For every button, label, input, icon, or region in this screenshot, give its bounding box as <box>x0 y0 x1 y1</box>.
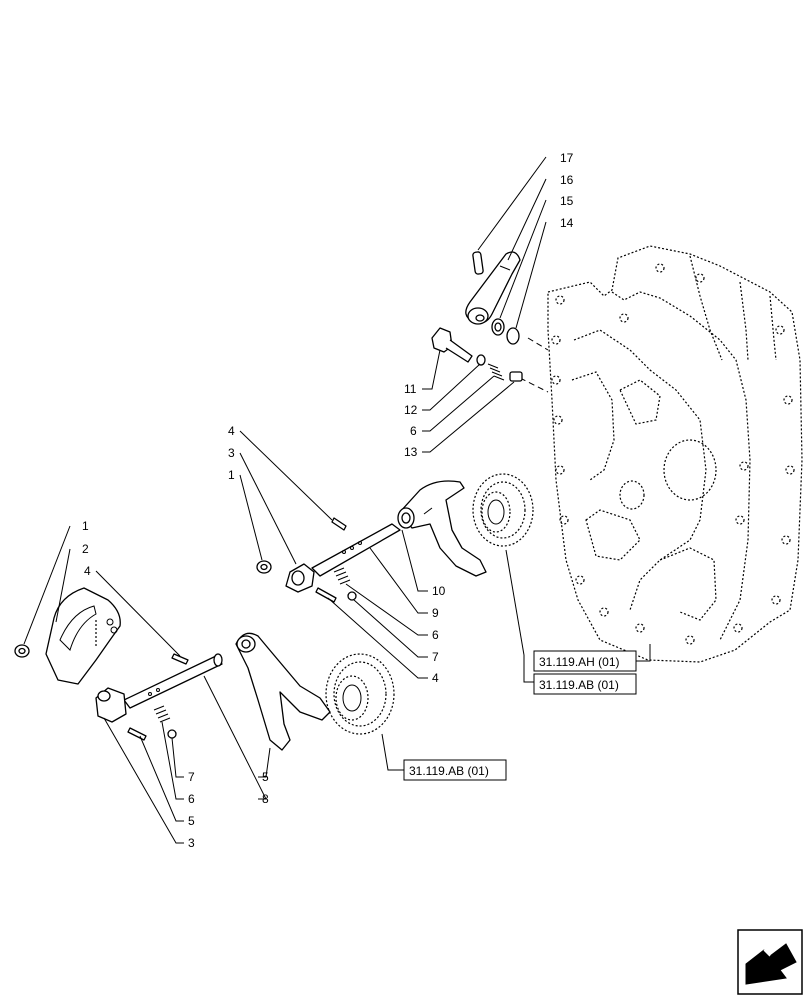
pin-4-lower <box>171 653 189 665</box>
callout-4-middle-bottom: 4 <box>432 671 439 685</box>
shift-block-lower <box>95 687 127 723</box>
reference-label-31-119-ah: 31.119.AH (01) <box>539 655 620 669</box>
callout-8: 8 <box>262 792 269 806</box>
callout-14: 14 <box>560 216 574 230</box>
reference-link-31-119-ab-lower[interactable]: 31.119.AB (01) <box>403 759 507 781</box>
callout-11: 11 <box>404 382 417 396</box>
washer-15 <box>491 318 505 336</box>
reference-label-31-119-ab-lower: 31.119.AB (01) <box>409 764 489 778</box>
synchronizer-gear-upper <box>472 473 534 547</box>
fork-10 <box>397 480 487 577</box>
callout-9: 9 <box>432 606 439 620</box>
shaft-8 <box>123 653 223 709</box>
pin-4-upper <box>331 517 347 531</box>
callout-1-middle: 1 <box>228 468 235 482</box>
pin-4-middle <box>315 587 337 603</box>
next-page-arrow-icon[interactable] <box>737 929 803 995</box>
plug-13 <box>509 371 523 382</box>
pin-17 <box>472 251 484 275</box>
callout-6-middle: 6 <box>432 628 439 642</box>
leader-lines <box>23 156 651 844</box>
spring-6-lower <box>153 705 171 723</box>
callout-4-lower: 4 <box>84 564 91 578</box>
callout-13: 13 <box>404 445 418 459</box>
reference-link-31-119-ah[interactable]: 31.119.AH (01) <box>533 650 637 672</box>
spring-6-middle <box>333 567 351 585</box>
transmission-housing <box>547 245 803 663</box>
callout-17: 17 <box>560 151 574 165</box>
callout-10: 10 <box>432 584 446 598</box>
callout-6-upper: 6 <box>410 424 417 438</box>
shift-block-3 <box>285 563 315 593</box>
pin-5-lower <box>127 727 147 741</box>
alignment-line-upper <box>527 337 549 351</box>
alignment-line-lower <box>519 377 549 393</box>
callout-5-lower-fork: 5 <box>262 770 269 784</box>
callout-5-lower: 5 <box>188 814 195 828</box>
reference-label-31-119-ab-upper: 31.119.AB (01) <box>539 678 619 692</box>
callout-6-lower: 6 <box>188 792 195 806</box>
lever-16 <box>465 251 521 325</box>
callout-2: 2 <box>82 542 89 556</box>
shaft-9 <box>311 523 401 577</box>
ball-7-middle <box>347 591 357 601</box>
callout-1-lower: 1 <box>82 519 89 533</box>
reference-link-31-119-ab-upper[interactable]: 31.119.AB (01) <box>533 673 637 695</box>
snap-ring-14 <box>506 327 520 345</box>
plate-2 <box>45 587 121 685</box>
callout-7-lower: 7 <box>188 770 195 784</box>
callout-3-lower: 3 <box>188 836 195 850</box>
ball-7-lower <box>167 729 177 739</box>
spring-6-upper <box>487 363 505 381</box>
callout-labels: 17 16 15 14 11 12 6 13 4 3 1 10 9 6 7 4 … <box>82 151 574 850</box>
callout-15: 15 <box>560 194 574 208</box>
fork-5 <box>235 632 331 751</box>
callout-12: 12 <box>404 403 418 417</box>
callout-4-middle-top: 4 <box>228 424 235 438</box>
callout-7-middle: 7 <box>432 650 439 664</box>
callout-16: 16 <box>560 173 574 187</box>
callout-3-middle: 3 <box>228 446 235 460</box>
nut-1-middle <box>256 560 272 574</box>
bolt-11 <box>431 327 473 363</box>
nut-1-lower <box>14 644 30 658</box>
washer-12 <box>476 354 486 366</box>
synchronizer-gear-lower <box>325 653 395 735</box>
